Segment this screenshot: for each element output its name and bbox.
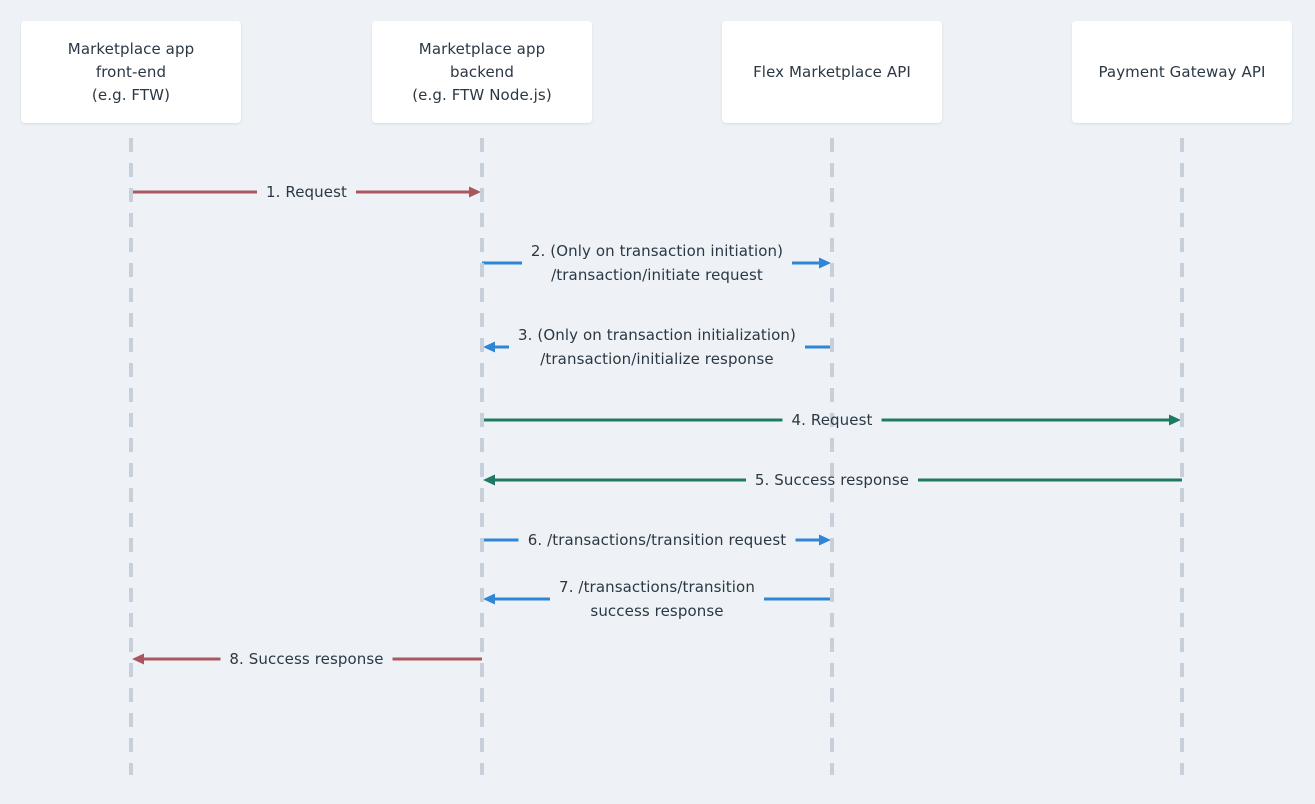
actor-box-backend: Marketplace app backend (e.g. FTW Node.j… [372,21,592,123]
actor-box-frontend: Marketplace app front-end (e.g. FTW) [21,21,241,123]
actor-label-payment-gateway: Payment Gateway API [1098,62,1266,81]
message-arrow-7 [483,593,832,605]
actor-label-flex-api: Flex Marketplace API [753,62,911,81]
message-arrow-6 [482,534,831,546]
lifeline-backend [480,138,484,775]
message-arrow-1 [131,186,481,198]
actor-box-payment-gateway: Payment Gateway API [1072,21,1292,123]
lifeline-frontend [129,138,133,775]
actor-box-flex-api: Flex Marketplace API [722,21,942,123]
message-arrow-8 [132,653,482,665]
message-arrow-2 [482,257,831,269]
actor-label-frontend: Marketplace app front-end (e.g. FTW) [67,39,195,104]
lifeline-flex-api [830,138,834,775]
message-arrow-4 [482,414,1181,426]
message-arrow-3 [483,341,832,353]
lifeline-payment-gateway [1180,138,1184,775]
actor-label-backend: Marketplace app backend (e.g. FTW Node.j… [412,39,552,104]
message-arrow-5 [483,474,1182,486]
